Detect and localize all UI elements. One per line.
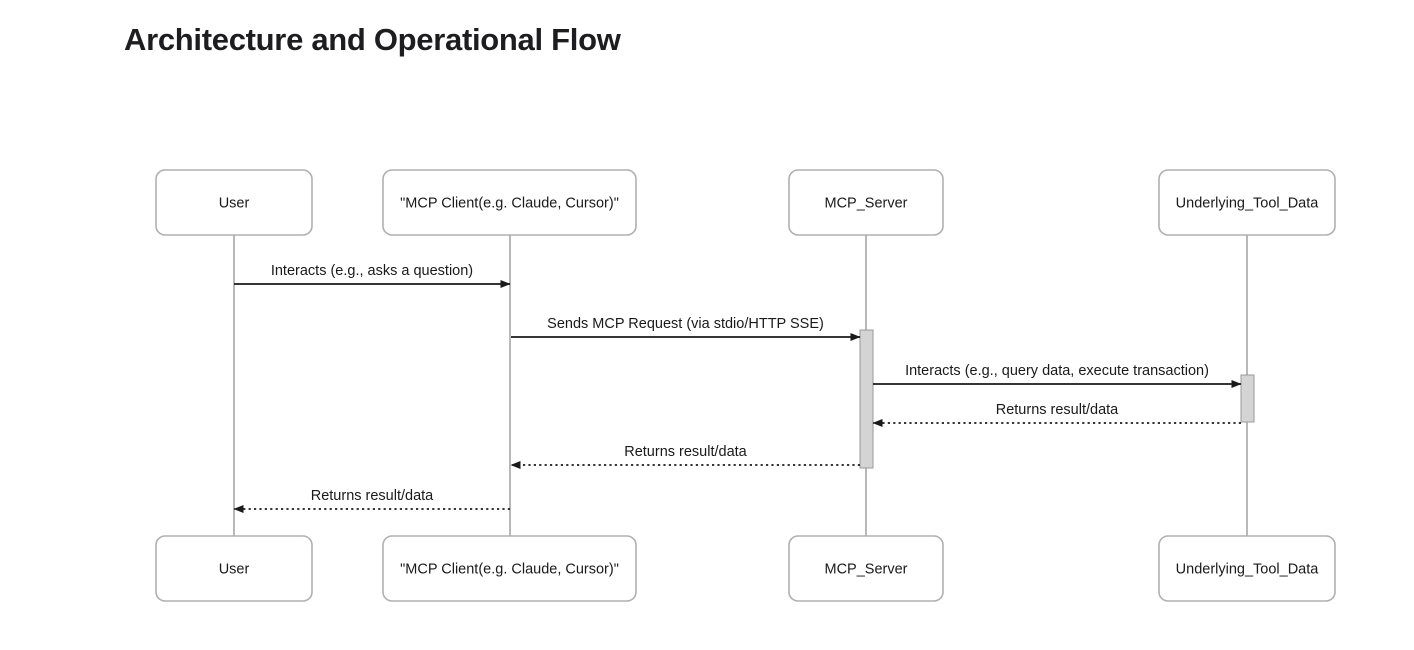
participant-label-mcp_server-bottom: MCP_Server (825, 562, 908, 578)
message-label-m4: Returns result/data (996, 402, 1119, 418)
participant-box-mcp_server-bottom[interactable] (788, 535, 944, 602)
activation-bars (859, 329, 1255, 469)
messages: Interacts (e.g., asks a question) Sends M… (233, 263, 1242, 513)
participant-boxes-top: User "MCP Client(e.g. Claude, Cursor)" MCP… (155, 169, 1336, 236)
message-label-m3: Interacts (e.g., query data, execute tra… (905, 363, 1209, 379)
message-label-m6: Returns result/data (311, 488, 434, 504)
participant-label-underlying_tool_data-bottom: Underlying_Tool_Data (1176, 562, 1320, 578)
activation-bar-mcp_server (859, 329, 874, 469)
message-label-m2: Sends MCP Request (via stdio/HTTP SSE) (547, 316, 824, 332)
participant-label-user-top: User (219, 196, 250, 212)
activation-bar-underlying_tool_data (1240, 374, 1255, 423)
participant-box-mcp_client-top[interactable] (382, 169, 637, 236)
participant-boxes-bottom: User "MCP Client(e.g. Claude, Cursor)" MCP… (155, 535, 1336, 602)
participant-label-mcp_server-top: MCP_Server (825, 196, 908, 212)
participant-box-mcp_server-top[interactable] (788, 169, 944, 236)
participant-label-mcp_client-top: "MCP Client(e.g. Claude, Cursor)" (400, 196, 619, 212)
message-label-m5: Returns result/data (624, 444, 747, 460)
participant-box-user-bottom[interactable] (155, 535, 313, 602)
participant-box-underlying_tool_data-top[interactable] (1158, 169, 1336, 236)
participant-label-user-bottom: User (219, 562, 250, 578)
participant-box-user-top[interactable] (155, 169, 313, 236)
participant-label-underlying_tool_data-top: Underlying_Tool_Data (1176, 196, 1320, 212)
participant-box-underlying_tool_data-bottom[interactable] (1158, 535, 1336, 602)
page-title: Architecture and Operational Flow (124, 22, 621, 57)
participant-label-mcp_client-bottom: "MCP Client(e.g. Claude, Cursor)" (400, 562, 619, 578)
participant-box-mcp_client-bottom[interactable] (382, 535, 637, 602)
message-label-m1: Interacts (e.g., asks a question) (271, 263, 473, 279)
